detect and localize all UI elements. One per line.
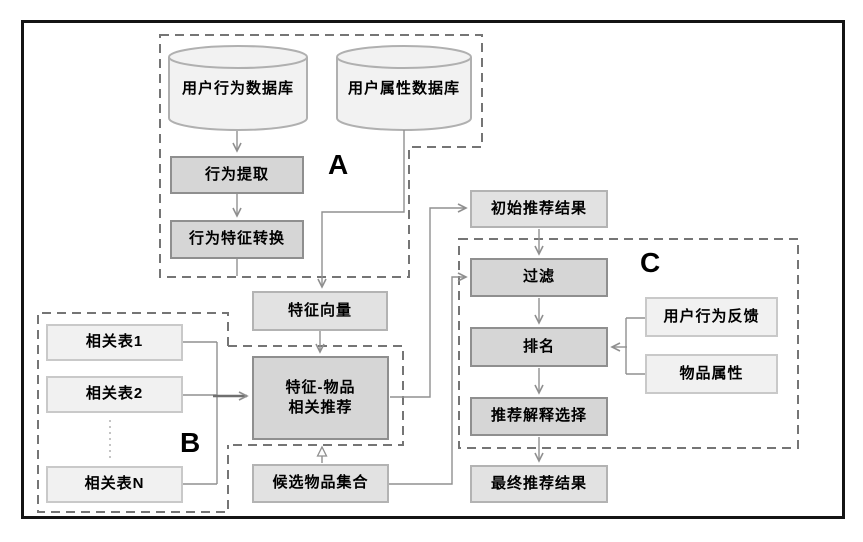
node-feature-vector: 特征向量: [252, 291, 388, 331]
region-c-outline: [458, 238, 799, 449]
node-related-table-2: 相关表2: [46, 376, 183, 413]
node-feature-item-recommendation-line1: 特征-物品: [285, 378, 356, 396]
node-user-behavior-db-label: 用户行为数据库: [181, 80, 294, 97]
cylinder-user-behavior-db: [168, 45, 308, 131]
region-b-outline: [37, 312, 229, 513]
region-feature-item-outline: [228, 345, 404, 446]
node-candidate-item-set: 候选物品集合: [252, 464, 389, 503]
section-label-b: B: [180, 427, 201, 458]
cylinder-user-attribute-db: [336, 45, 472, 131]
node-ranking: 排名: [470, 327, 608, 367]
arrow-attributedb-to-featurevector: [317, 130, 405, 289]
node-final-recommendation-result: 最终推荐结果: [470, 465, 608, 503]
section-label-c: C: [640, 247, 661, 278]
arrow-candidate-to-filter: [389, 272, 468, 485]
outer-frame: [21, 20, 845, 519]
region-a-outline: [159, 34, 483, 278]
node-filter: 过滤: [470, 258, 608, 297]
node-feature-item-recommendation-line2: 相关推荐: [288, 399, 353, 416]
node-recommendation-explanation-selection: 推荐解释选择: [470, 397, 608, 436]
node-behavior-feature-conversion: 行为特征转换: [170, 220, 304, 259]
node-feature-item-recommendation: 特征-物品 相关推荐: [252, 356, 389, 440]
section-label-a: A: [328, 149, 349, 180]
node-user-behavior-feedback: 用户行为反馈: [645, 297, 778, 337]
node-user-attribute-db-label: 用户属性数据库: [347, 80, 460, 97]
node-related-table-n: 相关表N: [46, 466, 183, 503]
arrow-featureitem-to-initialresult: [390, 203, 468, 398]
node-item-attribute: 物品属性: [645, 354, 778, 394]
node-initial-recommendation-result: 初始推荐结果: [470, 190, 608, 228]
node-behavior-extraction: 行为提取: [170, 156, 304, 194]
node-related-table-1: 相关表1: [46, 324, 183, 361]
